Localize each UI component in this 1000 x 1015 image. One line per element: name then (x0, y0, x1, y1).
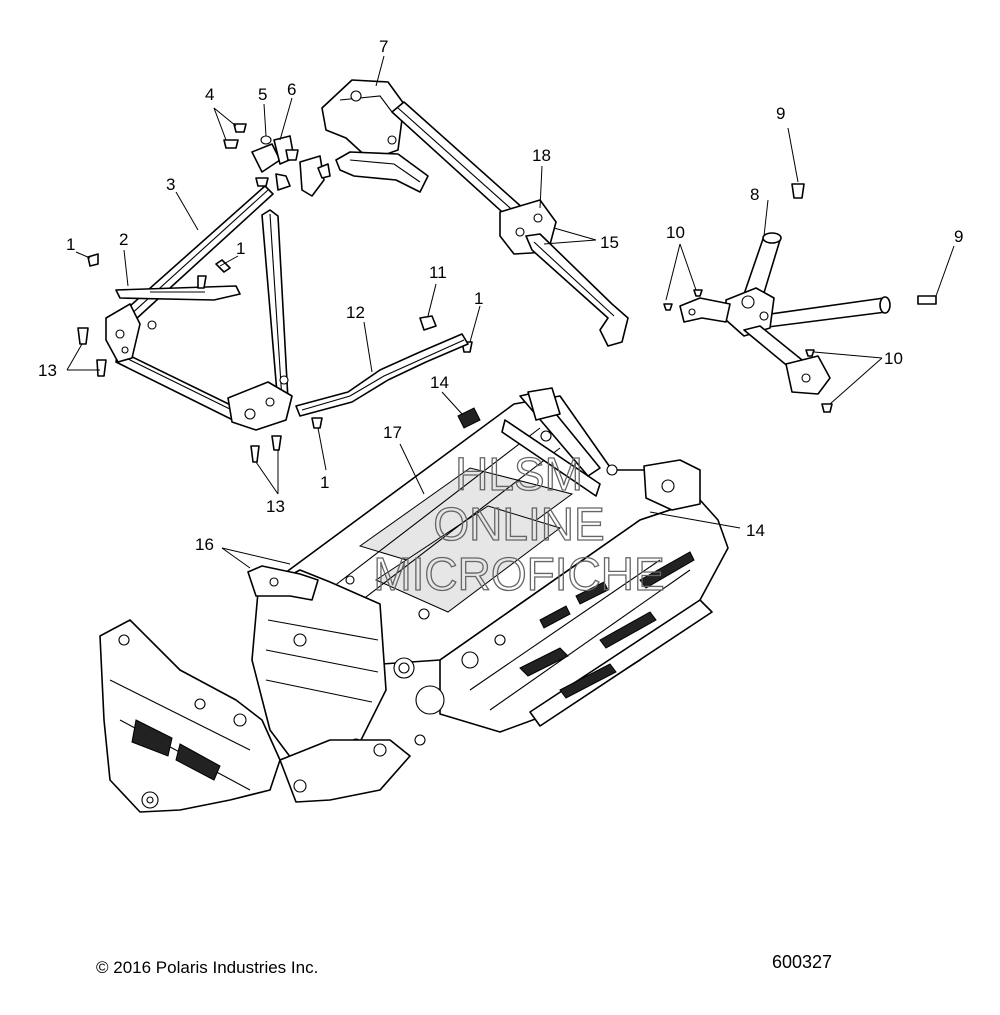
bolt-set-left (77, 253, 473, 463)
callout-7: 7 (379, 37, 388, 56)
callout-labels: 1 2 3 1 4 5 6 7 18 15 13 13 1 12 11 1 14… (38, 37, 963, 554)
chassis-frame (99, 387, 729, 813)
front-brace-assembly (105, 185, 293, 431)
callout-1: 1 (474, 289, 483, 308)
callout-1: 1 (320, 473, 329, 492)
nut-11 (419, 315, 437, 331)
callout-15: 15 (600, 233, 619, 252)
callout-11: 11 (429, 263, 447, 282)
callout-5: 5 (258, 85, 267, 104)
callout-12: 12 (346, 303, 365, 322)
leader-lines (66, 55, 955, 569)
watermark-line-1: HLSM (455, 448, 583, 500)
callout-6: 6 (287, 80, 296, 99)
latch-hardware (223, 123, 331, 197)
callout-10: 10 (666, 223, 685, 242)
callout-4: 4 (205, 85, 214, 104)
callout-2: 2 (119, 230, 128, 249)
rear-brace-assembly (663, 183, 937, 413)
steering-post-assembly (321, 79, 629, 347)
callout-10: 10 (884, 349, 903, 368)
callout-9: 9 (954, 227, 963, 246)
callout-1: 1 (236, 239, 245, 258)
callout-1: 1 (66, 235, 75, 254)
callout-3: 3 (166, 175, 175, 194)
callout-16: 16 (195, 535, 214, 554)
watermark: HLSM ONLINE MICROFICHE (373, 447, 666, 600)
drawing-number: 600327 (772, 952, 833, 972)
callout-9: 9 (776, 104, 785, 123)
callout-13: 13 (266, 497, 285, 516)
cross-strap (295, 333, 469, 417)
callout-17: 17 (383, 423, 402, 442)
copyright-notice: © 2016 Polaris Industries Inc. (96, 958, 319, 977)
callout-8: 8 (750, 185, 759, 204)
watermark-line-3: MICROFICHE (373, 548, 664, 600)
watermark-line-2: ONLINE (433, 498, 604, 550)
callout-14: 14 (746, 521, 765, 540)
callout-13: 13 (38, 361, 57, 380)
callout-18: 18 (532, 146, 551, 165)
callout-14: 14 (430, 373, 449, 392)
